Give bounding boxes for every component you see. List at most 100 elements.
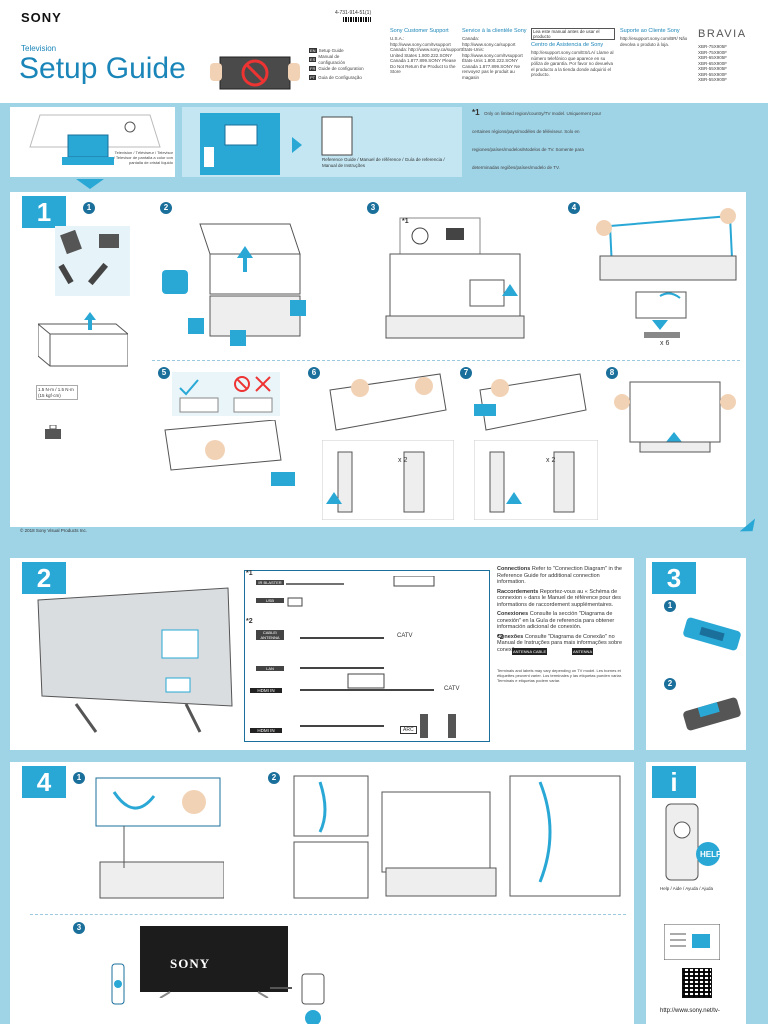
sony-logo: SONY xyxy=(21,10,62,25)
substep7-marker: 7 xyxy=(460,367,472,379)
step4-substep2-marker: 2 xyxy=(268,772,280,784)
intro-tv-panel: Television / Téléviseur / Televisor / Te… xyxy=(10,107,175,177)
do-dont-illustration xyxy=(172,372,280,416)
support-es: Centro de Asistencia de Sony http://esup… xyxy=(531,42,614,77)
intro-down-arrow xyxy=(76,179,104,189)
tutorial-video-icon xyxy=(663,923,721,961)
copyright: © 2018 Sony Visual Products Inc. xyxy=(20,528,88,533)
step3-number: 3 xyxy=(652,562,696,594)
info-number: i xyxy=(652,766,696,798)
page-title: Setup Guide xyxy=(19,52,186,85)
antenna-label-2: CABLE xyxy=(532,648,548,655)
step4-substep1-marker: 1 xyxy=(73,772,85,784)
screw-stand-illustration-b xyxy=(470,370,600,440)
step2-number: 2 xyxy=(22,562,66,594)
star1-mark: *1 xyxy=(472,108,480,117)
cable-routing-illustration xyxy=(290,772,630,902)
tv-lift-illustration xyxy=(590,198,740,358)
remote-cover-illustration xyxy=(680,690,744,738)
step2-text: Connections Refer to "Connection Diagram… xyxy=(497,566,629,653)
connections-pt: Conexões Consulte "Diagrama de Conexão" … xyxy=(497,633,623,653)
screw-stand-illustration-a xyxy=(320,370,460,440)
substep1-marker: 1 xyxy=(83,202,95,214)
support-us: Sony Customer Support U.S.A.: http://www… xyxy=(390,28,462,74)
substep2-marker: 2 xyxy=(160,202,172,214)
step3-substep2-marker: 2 xyxy=(664,678,676,690)
times2-label-a: x 2 xyxy=(398,457,408,464)
reference-caption: Reference Guide / Manuel de référence / … xyxy=(322,157,445,168)
usb-port: USB xyxy=(256,598,284,603)
catv-label-b: CATV xyxy=(444,686,460,692)
support-pt: Suporte ao Cliente Sony http://esupport.… xyxy=(620,28,688,47)
star1-mark-step3: *1 xyxy=(402,218,409,225)
cable-accessories-illustration xyxy=(380,214,540,344)
box-lift-illustration xyxy=(150,214,315,354)
substep4-marker: 4 xyxy=(568,202,580,214)
screw-detail-a xyxy=(321,439,455,521)
help-button-label: HELP xyxy=(700,850,722,859)
screw-spec: 1.5 N·m / 1.5 N·m (15 kgf·cm) xyxy=(36,385,78,400)
read-notice: Lea este manual antes de usar el product… xyxy=(531,28,615,40)
help-url[interactable]: http://www.sony.net/tv- xyxy=(660,1008,720,1014)
barcode xyxy=(343,17,371,22)
star1-note: *1 Only on limited region/country/TV mod… xyxy=(472,108,602,170)
cable-clip-illustration xyxy=(94,772,225,902)
support-fr: Service à la clientèle Sony Canada: http… xyxy=(462,28,527,80)
tv-rear-illustration xyxy=(36,586,236,736)
step4-divider xyxy=(30,914,626,915)
substep8-marker: 8 xyxy=(606,367,618,379)
star2-mark-antenna: *2 xyxy=(497,634,504,641)
substep5-marker: 5 xyxy=(158,367,170,379)
substep3-marker: 3 xyxy=(367,202,379,214)
power-button-illustration xyxy=(96,960,136,1010)
connections-es: Conexiones Consulte la sección "Diagrama… xyxy=(497,611,615,630)
catv-label-a: CATV xyxy=(397,633,413,639)
connections-en: Connections Refer to "Connection Diagram… xyxy=(497,566,622,585)
remote-help-illustration xyxy=(664,802,744,882)
antenna-label-3: ANTENNA xyxy=(572,648,594,655)
no-touch-screen-illustration xyxy=(210,53,300,93)
tv-caption: Television / Téléviseur / Televisor / Te… xyxy=(113,150,173,165)
step1-divider xyxy=(152,360,740,361)
tv-stand-up-illustration xyxy=(610,372,738,462)
doc-code: 4-731-914-51(1) xyxy=(335,10,372,16)
connection-lines xyxy=(284,575,484,742)
cable-antenna-port: CABLE/ ANTENNA xyxy=(256,630,284,640)
qr-code xyxy=(682,968,712,998)
ir-blaster-port: IR BLASTER xyxy=(256,580,284,585)
antenna-label-1: ANTENNA xyxy=(512,648,534,655)
toolbox-icon xyxy=(44,424,62,439)
accessories-illustration xyxy=(55,226,130,296)
arc-label: ARC xyxy=(400,726,417,734)
bravia-logo: BRAVIA xyxy=(698,28,747,40)
tv-front-logo: SONY xyxy=(170,956,211,971)
screw-detail-b xyxy=(473,439,599,521)
remote-battery-illustration xyxy=(680,610,744,658)
tv-front-illustration xyxy=(140,926,288,999)
step4-number: 4 xyxy=(22,766,66,798)
box-illustration xyxy=(37,310,129,380)
hdmi-port-a: HDMI IN xyxy=(250,688,282,693)
connection-diagram xyxy=(244,570,490,742)
help-caption: Help / Aide / Ayuda / Ajuda xyxy=(660,886,713,891)
page-subtitle: Television xyxy=(21,44,57,53)
connections-fr: Raccordements Reportez-vous au « Schéma … xyxy=(497,588,621,608)
hdmi-port-b: HDMI IN xyxy=(250,728,282,733)
stand-insert-illustration xyxy=(155,419,305,500)
times6-label: x 6 xyxy=(660,340,670,347)
substep6-marker: 6 xyxy=(308,367,320,379)
star2-mark-step2: *2 xyxy=(246,618,253,625)
lan-port: LAN xyxy=(256,666,284,671)
step1-number: 1 xyxy=(22,196,66,228)
times2-label-b: x 2 xyxy=(546,457,556,464)
step3-substep1-marker: 1 xyxy=(664,600,676,612)
antenna-note: Terminals and labels may vary depending … xyxy=(497,668,622,683)
power-plug-illustration xyxy=(268,966,328,1024)
